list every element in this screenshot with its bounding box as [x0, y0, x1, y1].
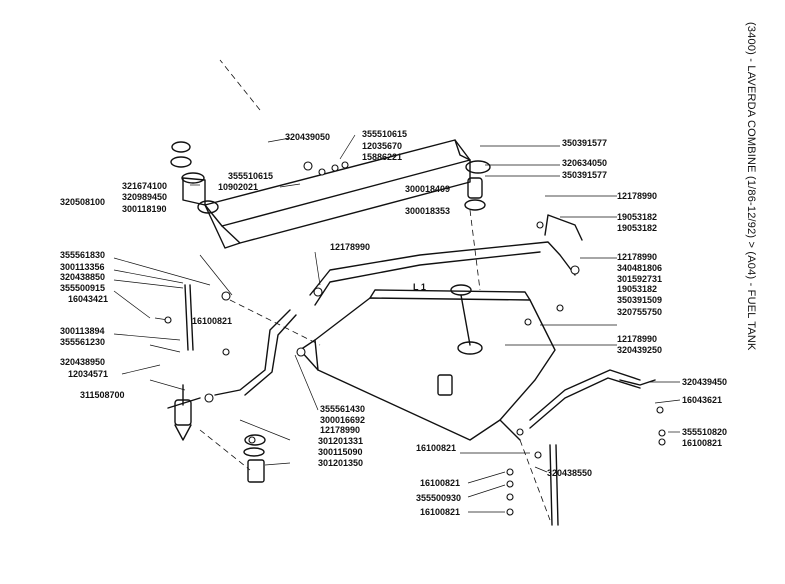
part-labels: 320439050 355510615 12035670 15886221 35…	[60, 129, 727, 517]
part-label: 355500930	[416, 493, 461, 503]
part-label: 320439050	[285, 132, 330, 142]
filter-drain-assembly	[167, 384, 201, 441]
part-label: 320439250	[617, 345, 662, 355]
part-label: 320634050	[562, 158, 607, 168]
fuel-level-sender	[437, 284, 483, 396]
part-label: 320438550	[547, 468, 592, 478]
part-label: 300113894	[60, 326, 105, 336]
part-label: 301592731	[617, 274, 662, 284]
part-label: 321674100	[122, 181, 167, 191]
part-label: 12178990	[617, 191, 657, 201]
part-label: 320989450	[122, 192, 167, 202]
part-label: 16100821	[192, 316, 232, 326]
part-label: 15886221	[362, 152, 402, 162]
part-label: 320755750	[617, 307, 662, 317]
part-label: 12035670	[362, 141, 402, 151]
part-label: 355561230	[60, 337, 105, 347]
part-label: 301201331	[318, 436, 363, 446]
leader-lines-extra	[113, 257, 506, 513]
small-hardware	[164, 161, 666, 516]
tank-support-bracket	[204, 139, 471, 249]
hose-clamps-upper	[464, 160, 491, 211]
part-label: 355500915	[60, 283, 105, 293]
part-label: 350391577	[562, 138, 607, 148]
part-label: 320508100	[60, 197, 105, 207]
part-label: 12178990	[617, 334, 657, 344]
part-label: 350391509	[617, 295, 662, 305]
part-label: 16100821	[416, 443, 456, 453]
part-label: 19053182	[617, 212, 657, 222]
part-label: 300118190	[122, 204, 167, 214]
part-label: 320439450	[682, 377, 727, 387]
bottom-cups	[243, 434, 266, 483]
part-label: 355561430	[320, 404, 365, 414]
leader-lines	[149, 134, 681, 473]
part-label: 10902021	[218, 182, 258, 192]
part-label: 16043621	[682, 395, 722, 405]
part-label: 300018353	[405, 206, 450, 216]
tank-label: L 1	[413, 282, 426, 292]
part-label: 355561830	[60, 250, 105, 260]
part-label: 340481806	[617, 263, 662, 273]
part-label: 320438950	[60, 357, 105, 367]
part-label: 300016692	[320, 415, 365, 425]
part-label: 300113356	[60, 262, 105, 272]
part-label: 16043421	[68, 294, 108, 304]
part-label: 320438850	[60, 272, 105, 282]
filler-cap-assembly	[170, 141, 219, 214]
part-label: 301201350	[318, 458, 363, 468]
part-label: 12034571	[68, 369, 108, 379]
part-label: 355510615	[362, 129, 407, 139]
part-label: 12178990	[617, 252, 657, 262]
part-label: 355510820	[682, 427, 727, 437]
part-label: 19053182	[617, 223, 657, 233]
part-label: 12178990	[320, 425, 360, 435]
part-label: 12178990	[330, 242, 370, 252]
part-label: 300018409	[405, 184, 450, 194]
left-rod	[184, 284, 194, 351]
part-label: 16100821	[682, 438, 722, 448]
page-title: (3400) - LAVERDA COMBINE (1/86-12/92) > …	[745, 22, 757, 351]
part-label: 311508700	[80, 390, 125, 400]
part-label: 300115090	[318, 447, 363, 457]
part-label: 16100821	[420, 478, 460, 488]
part-label: 355510615	[228, 171, 273, 181]
part-label: 16100821	[420, 507, 460, 517]
lower-rod	[549, 444, 559, 526]
fuel-pipes	[214, 214, 656, 429]
part-label: 350391577	[562, 170, 607, 180]
part-label: 19053182	[617, 284, 657, 294]
